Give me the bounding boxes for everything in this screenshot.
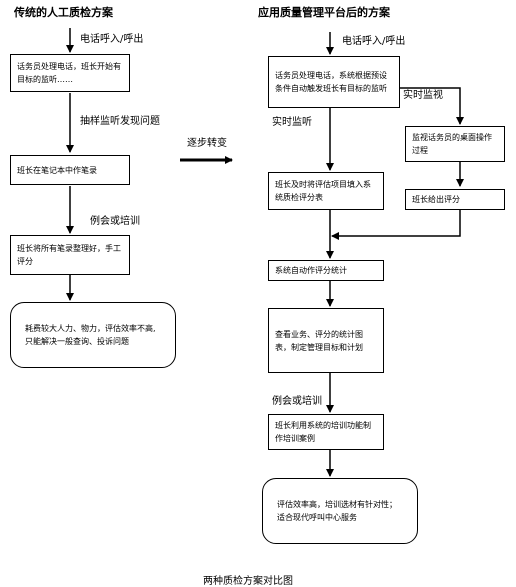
right-box-auto-trigger: 话务员处理电话，系统根据预设条件自动触发班长有目标的监听 bbox=[268, 56, 400, 108]
transition-label: 逐步转变 bbox=[187, 138, 227, 149]
left-call-label: 电话呼入/呼出 bbox=[80, 34, 144, 45]
right-call-label: 电话呼入/呼出 bbox=[342, 36, 406, 47]
right-meeting-label: 例会或培训 bbox=[272, 396, 322, 407]
left-title: 传统的人工质检方案 bbox=[14, 6, 113, 19]
left-meeting-label: 例会或培训 bbox=[90, 216, 140, 227]
right-box-review-charts: 查看业务、评分的统计图表，制定管理目标和计划 bbox=[268, 308, 384, 373]
realtime-monitor-label: 实时监视 bbox=[403, 90, 443, 101]
right-box-training-cases: 班长利用系统的培训功能制作培训案例 bbox=[268, 414, 384, 450]
right-box-score-entry: 班长及时将评估项目填入系统质检评分表 bbox=[268, 172, 384, 210]
right-box-give-score: 班长给出评分 bbox=[405, 189, 505, 210]
right-title: 应用质量管理平台后的方案 bbox=[258, 6, 390, 19]
left-sample-label: 抽样监听发现问题 bbox=[80, 116, 160, 127]
left-box-manual-score: 班长将所有笔录整理好，手工评分 bbox=[10, 235, 130, 275]
figure-caption: 两种质检方案对比图 bbox=[203, 576, 293, 587]
realtime-listen-label: 实时监听 bbox=[272, 117, 312, 128]
left-box-process-call: 话务员处理电话，班长开始有目标的监听…… bbox=[10, 54, 130, 92]
right-box-auto-stats: 系统自动作评分统计 bbox=[268, 260, 384, 281]
right-box-monitor-desktop: 监视话务员的桌面操作过程 bbox=[405, 126, 505, 162]
left-box-result: 耗费较大人力、物力，评估效率不高,只能解决一般查询、投诉问题 bbox=[10, 302, 176, 368]
right-box-result: 评估效率高，培训选材有针对性；适合现代呼叫中心服务 bbox=[262, 478, 418, 544]
left-box-note: 班长在笔记本中作笔录 bbox=[10, 155, 130, 185]
